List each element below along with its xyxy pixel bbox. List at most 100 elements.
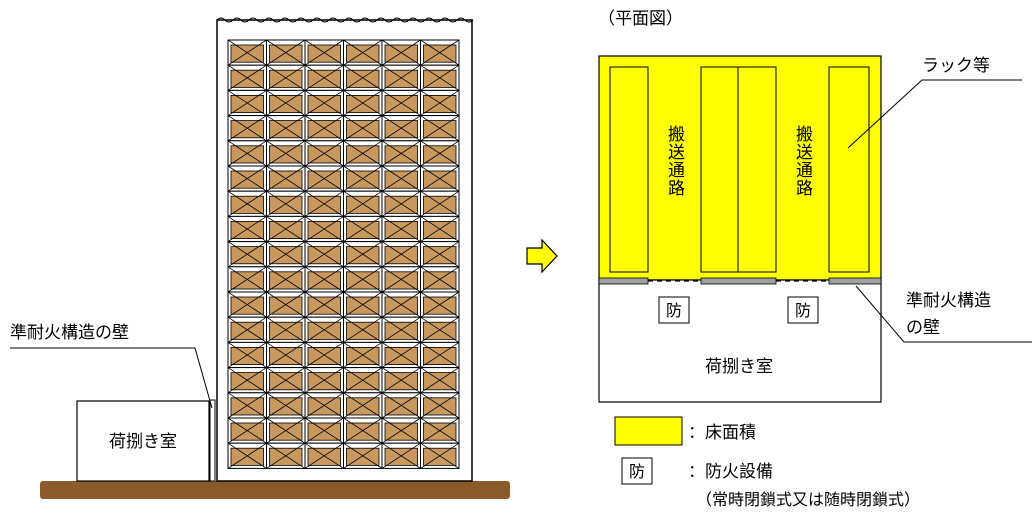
rack-cell — [304, 417, 344, 444]
rack-cell — [304, 89, 344, 117]
plan-wall-label-line1: 準耐火構造 — [906, 291, 991, 311]
rack-cell — [420, 190, 460, 217]
corridor-label-1: 搬送通路 — [664, 125, 685, 197]
rack-cell — [266, 241, 306, 268]
rack-cell — [343, 417, 383, 444]
rack-cell — [343, 64, 383, 91]
rack-cell — [227, 316, 267, 343]
rack-cell — [304, 165, 344, 192]
rack-cell — [304, 64, 344, 91]
wall-leader-line — [10, 347, 213, 409]
rack-cell — [227, 266, 267, 293]
rack-cell — [343, 140, 383, 167]
rack-cell — [304, 442, 344, 469]
rack-cell — [420, 266, 460, 293]
rack-cell — [343, 442, 383, 469]
rack-cell — [381, 367, 421, 394]
rack-cell — [227, 241, 267, 268]
plan-title: （平面図） — [598, 9, 683, 29]
rack-cell — [227, 39, 267, 66]
rack-cell — [420, 140, 460, 167]
rack-4 — [828, 66, 870, 273]
rack-cell — [304, 291, 344, 318]
rack-cell — [381, 215, 421, 243]
rack-cell — [266, 442, 306, 469]
rack-cell — [227, 367, 267, 394]
rack-cell — [227, 291, 267, 318]
rack-cell — [304, 39, 344, 66]
rack-cell — [381, 291, 421, 318]
loading-room-label: 荷捌き室 — [109, 432, 177, 452]
rack-cell — [227, 215, 267, 243]
rack-cell — [304, 392, 344, 419]
rack-cell — [381, 89, 421, 117]
rack-cell — [381, 190, 421, 217]
rack-leader-line — [847, 79, 1022, 149]
rack-cell — [304, 341, 344, 369]
rack-cell — [343, 190, 383, 217]
rack-cell — [304, 115, 344, 142]
rack-cell — [304, 316, 344, 343]
rack-cell — [227, 89, 267, 117]
rack-cell — [304, 190, 344, 217]
cut-line — [216, 17, 474, 23]
plan-loading-room-label: 荷捌き室 — [705, 357, 773, 377]
rack-cell — [266, 39, 306, 66]
rack-cell — [343, 241, 383, 268]
rack-cell — [227, 341, 267, 369]
plan-wall-2 — [700, 277, 777, 285]
rack-cell — [343, 89, 383, 117]
plan-loading-room — [598, 279, 882, 403]
rack-cell — [304, 140, 344, 167]
rack-cell — [420, 316, 460, 343]
rack-cell — [420, 241, 460, 268]
rack-cell — [343, 39, 383, 66]
wall-label: 準耐火構造の壁 — [10, 323, 129, 343]
legend-fire-label: ：防火設備 — [688, 462, 773, 482]
rack-cell — [420, 215, 460, 243]
rack-cell — [227, 165, 267, 192]
rack-cell — [420, 165, 460, 192]
rack-cell — [381, 64, 421, 91]
rack-cell — [420, 39, 460, 66]
rack-cell — [266, 341, 306, 369]
elevation-view: 荷捌き室 準耐火構造の壁 — [10, 17, 510, 499]
rack-cell — [266, 316, 306, 343]
rack-cell — [343, 266, 383, 293]
legend-fire-box — [621, 457, 653, 485]
legend-fire-note: （常時閉鎖式又は随時閉鎖式） — [696, 490, 920, 509]
loading-room — [76, 400, 210, 482]
rack-cell — [381, 241, 421, 268]
rack-cell — [266, 64, 306, 91]
rack-cell — [381, 39, 421, 66]
rack-cell — [227, 442, 267, 469]
rack-cell — [343, 291, 383, 318]
rack-cell — [227, 115, 267, 142]
rack-cell — [381, 417, 421, 444]
corridor-label-2: 搬送通路 — [792, 125, 813, 197]
rack-cell — [304, 241, 344, 268]
ground — [40, 481, 510, 499]
fire-mark-box-1 — [658, 296, 690, 324]
plan-wall-1 — [598, 277, 649, 285]
rack-cell — [381, 442, 421, 469]
rack-cell — [266, 291, 306, 318]
legend-fire-mark: 防 — [629, 462, 645, 481]
rack-cell — [343, 215, 383, 243]
rack-cell — [304, 266, 344, 293]
rack-cell — [420, 442, 460, 469]
plan-view: （平面図） 搬送通路 搬送通路 荷捌き室 防 防 ラック等 準耐火構造 の壁 — [598, 9, 1032, 403]
legend-floor-swatch — [614, 416, 683, 446]
rack-cell — [343, 367, 383, 394]
rack-cell — [266, 165, 306, 192]
rack-cell — [266, 392, 306, 419]
rack-cell — [343, 115, 383, 142]
rack-cell — [266, 215, 306, 243]
rack-cell — [420, 392, 460, 419]
rack-2 — [700, 66, 739, 273]
right-arrow-icon — [526, 238, 558, 274]
rack-cell — [420, 64, 460, 91]
rack-cell — [266, 367, 306, 394]
rack-label: ラック等 — [922, 56, 990, 76]
rack-cell — [266, 266, 306, 293]
